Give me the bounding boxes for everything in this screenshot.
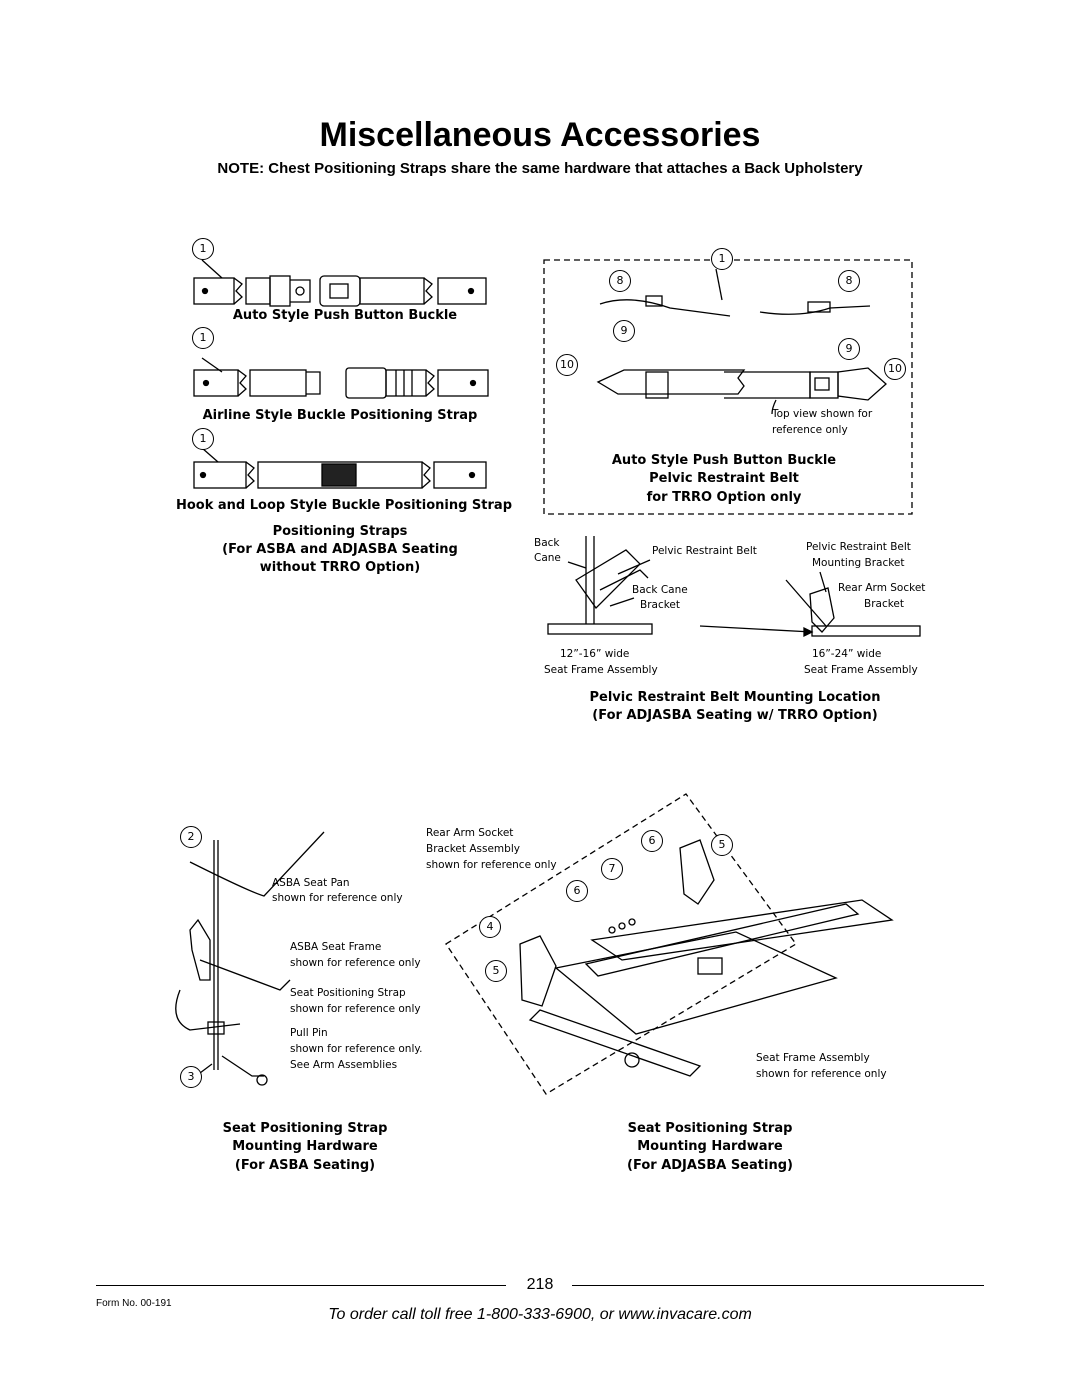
form-number: Form No. 00-191 bbox=[96, 1298, 172, 1309]
left-width-label: Seat Frame Assembly bbox=[544, 664, 658, 676]
callout-2: 2 bbox=[180, 826, 202, 848]
mounting-caption: Pelvic Restraint Belt Mounting Location bbox=[589, 690, 881, 705]
trro-caption: for TRRO Option only bbox=[646, 490, 802, 505]
adjasba-hardware-drawing bbox=[445, 793, 894, 1095]
asba-seat-pan-label: ASBA Seat Pan bbox=[272, 877, 350, 889]
back-cane-label: Back bbox=[534, 537, 560, 549]
left-width-label: 12”-16” wide bbox=[560, 648, 630, 660]
page-title: Miscellaneous Accessories bbox=[319, 116, 761, 154]
callout-9: 9 bbox=[838, 338, 860, 360]
callout-5: 5 bbox=[485, 960, 507, 982]
callout-10: 10 bbox=[884, 358, 906, 380]
pull-pin-label: See Arm Assemblies bbox=[290, 1059, 398, 1071]
hook-loop-strap-drawing bbox=[193, 447, 487, 489]
back-cane-label: Cane bbox=[534, 552, 561, 564]
rear-arm-socket-label: Rear Arm Socket bbox=[838, 582, 926, 594]
callout-1: 1 bbox=[192, 238, 214, 260]
asba-caption: Mounting Hardware bbox=[232, 1139, 378, 1154]
adjasba-caption: Mounting Hardware bbox=[637, 1139, 783, 1154]
caption-hook-loop: Hook and Loop Style Buckle Positioning S… bbox=[175, 498, 513, 513]
order-info: To order call toll free 1-800-333-6900, … bbox=[328, 1306, 752, 1323]
airline-strap-drawing bbox=[193, 357, 489, 399]
callout-5: 5 bbox=[711, 834, 733, 856]
asba-strap-label: Seat Positioning Strap bbox=[290, 987, 406, 999]
mounting-left-drawing bbox=[547, 536, 653, 635]
adjasba-caption: Seat Positioning Strap bbox=[627, 1121, 793, 1136]
caption-airline-buckle: Airline Style Buckle Positioning Strap bbox=[202, 408, 478, 423]
asba-hardware-drawing bbox=[175, 831, 325, 1086]
mounting-bracket-label: Pelvic Restraint Belt bbox=[806, 541, 911, 553]
rear-arm-socket-label: Bracket bbox=[864, 598, 905, 610]
rear-arm-bracket-label: shown for reference only bbox=[426, 859, 557, 871]
asba-strap-label: shown for reference only bbox=[290, 1003, 421, 1015]
footer-rule-left bbox=[96, 1285, 506, 1286]
right-width-label: Seat Frame Assembly bbox=[804, 664, 918, 676]
asba-seat-frame-label: ASBA Seat Frame bbox=[290, 941, 382, 953]
footer-rule-right bbox=[572, 1285, 984, 1286]
callout-6: 6 bbox=[566, 880, 588, 902]
callout-4: 4 bbox=[479, 916, 501, 938]
asba-caption: (For ASBA Seating) bbox=[234, 1158, 376, 1173]
back-cane-bracket-label: Back Cane bbox=[632, 584, 688, 596]
asba-seat-pan-label: shown for reference only bbox=[272, 892, 403, 904]
trro-caption: Auto Style Push Button Buckle bbox=[611, 453, 837, 468]
top-view-note: Top view shown for bbox=[772, 408, 873, 420]
pelvic-belt-label: Pelvic Restraint Belt bbox=[652, 545, 757, 557]
asba-seat-frame-label: shown for reference only bbox=[290, 957, 421, 969]
right-width-label: 16”-24” wide bbox=[812, 648, 882, 660]
seat-frame-assembly-label: Seat Frame Assembly bbox=[756, 1052, 870, 1064]
trro-caption: Pelvic Restraint Belt bbox=[649, 471, 799, 486]
mounting-right-drawing bbox=[699, 571, 921, 638]
mounting-bracket-label: Mounting Bracket bbox=[812, 557, 905, 569]
mounting-caption: (For ADJASBA Seating w/ TRRO Option) bbox=[592, 708, 878, 723]
callout-9: 9 bbox=[613, 320, 635, 342]
pull-pin-label: Pull Pin bbox=[290, 1027, 328, 1039]
pelvic-belt-drawing bbox=[596, 268, 887, 415]
asba-caption: Seat Positioning Strap bbox=[222, 1121, 388, 1136]
rear-arm-bracket-label: Rear Arm Socket bbox=[426, 827, 514, 839]
callout-3: 3 bbox=[180, 1066, 202, 1088]
callout-1: 1 bbox=[192, 428, 214, 450]
callout-8: 8 bbox=[838, 270, 860, 292]
callout-1: 1 bbox=[192, 327, 214, 349]
rear-arm-bracket-label: Bracket Assembly bbox=[426, 843, 520, 855]
callout-8: 8 bbox=[609, 270, 631, 292]
page-note: NOTE: Chest Positioning Straps share the… bbox=[217, 160, 863, 177]
adjasba-caption: (For ADJASBA Seating) bbox=[627, 1158, 793, 1173]
pull-pin-label: shown for reference only. bbox=[290, 1043, 423, 1055]
back-cane-bracket-label: Bracket bbox=[640, 599, 681, 611]
top-view-note: reference only bbox=[772, 424, 848, 436]
page-number: 218 bbox=[526, 1276, 554, 1293]
positioning-straps-caption: (For ASBA and ADJASBA Seating bbox=[222, 542, 458, 557]
positioning-straps-caption: Positioning Straps bbox=[272, 524, 408, 539]
callout-10: 10 bbox=[556, 354, 578, 376]
auto-buckle-strap-drawing bbox=[193, 259, 487, 307]
positioning-straps-caption: without TRRO Option) bbox=[259, 560, 421, 575]
callout-1: 1 bbox=[711, 248, 733, 270]
caption-auto-buckle: Auto Style Push Button Buckle bbox=[232, 308, 458, 323]
callout-7: 7 bbox=[601, 858, 623, 880]
callout-6: 6 bbox=[641, 830, 663, 852]
seat-frame-assembly-label: shown for reference only bbox=[756, 1068, 887, 1080]
